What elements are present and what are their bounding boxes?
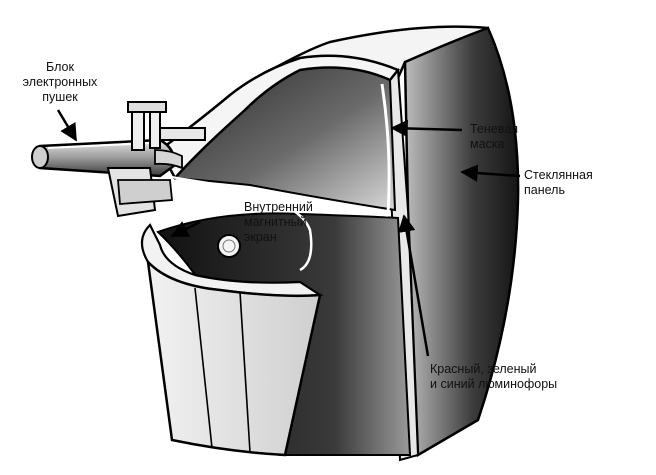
leader-shadow-mask bbox=[390, 119, 463, 138]
label-shadow-mask-line-1: Теневая bbox=[470, 122, 518, 136]
label-electron-gun-line-1: Блок bbox=[46, 60, 74, 74]
electron-beam bbox=[139, 170, 389, 214]
label-shadow-mask-line-2: маска bbox=[470, 137, 505, 151]
funnel-outer-wall bbox=[158, 54, 401, 181]
label-magnetic-shield-line-2: магнитный bbox=[244, 215, 307, 229]
label-electron-gun: Блок электронных пушек bbox=[14, 60, 106, 105]
label-electron-gun-line-2: электронных bbox=[22, 75, 98, 89]
leader-magnetic-shield bbox=[170, 220, 201, 238]
label-electron-gun-line-3: пушек bbox=[42, 90, 78, 104]
label-glass-panel-line-1: Стеклянная bbox=[524, 168, 593, 182]
inner-magnetic-shield-line bbox=[174, 193, 313, 272]
lower-housing-side bbox=[146, 258, 322, 457]
shield-ring bbox=[217, 234, 241, 258]
leader-electron-gun bbox=[56, 109, 78, 142]
label-glass-panel: Стеклянная панель bbox=[524, 168, 593, 198]
leader-phosphors bbox=[398, 214, 430, 357]
label-phosphors-line-2: и синий люминофоры bbox=[430, 377, 558, 391]
label-magnetic-shield-line-1: Внутренний bbox=[244, 200, 313, 214]
label-magnetic-shield-line-3: экран bbox=[244, 230, 277, 244]
label-glass-panel-line-2: панель bbox=[524, 183, 565, 197]
leader-glass-panel bbox=[460, 164, 521, 182]
label-magnetic-shield: Внутренний магнитный экран bbox=[244, 200, 313, 245]
label-phosphors-line-1: Красный, зеленый bbox=[430, 362, 537, 376]
label-shadow-mask: Теневая маска bbox=[470, 122, 518, 152]
label-phosphors: Красный, зеленый и синий люминофоры bbox=[430, 362, 557, 392]
shadow-mask-line bbox=[380, 83, 391, 215]
